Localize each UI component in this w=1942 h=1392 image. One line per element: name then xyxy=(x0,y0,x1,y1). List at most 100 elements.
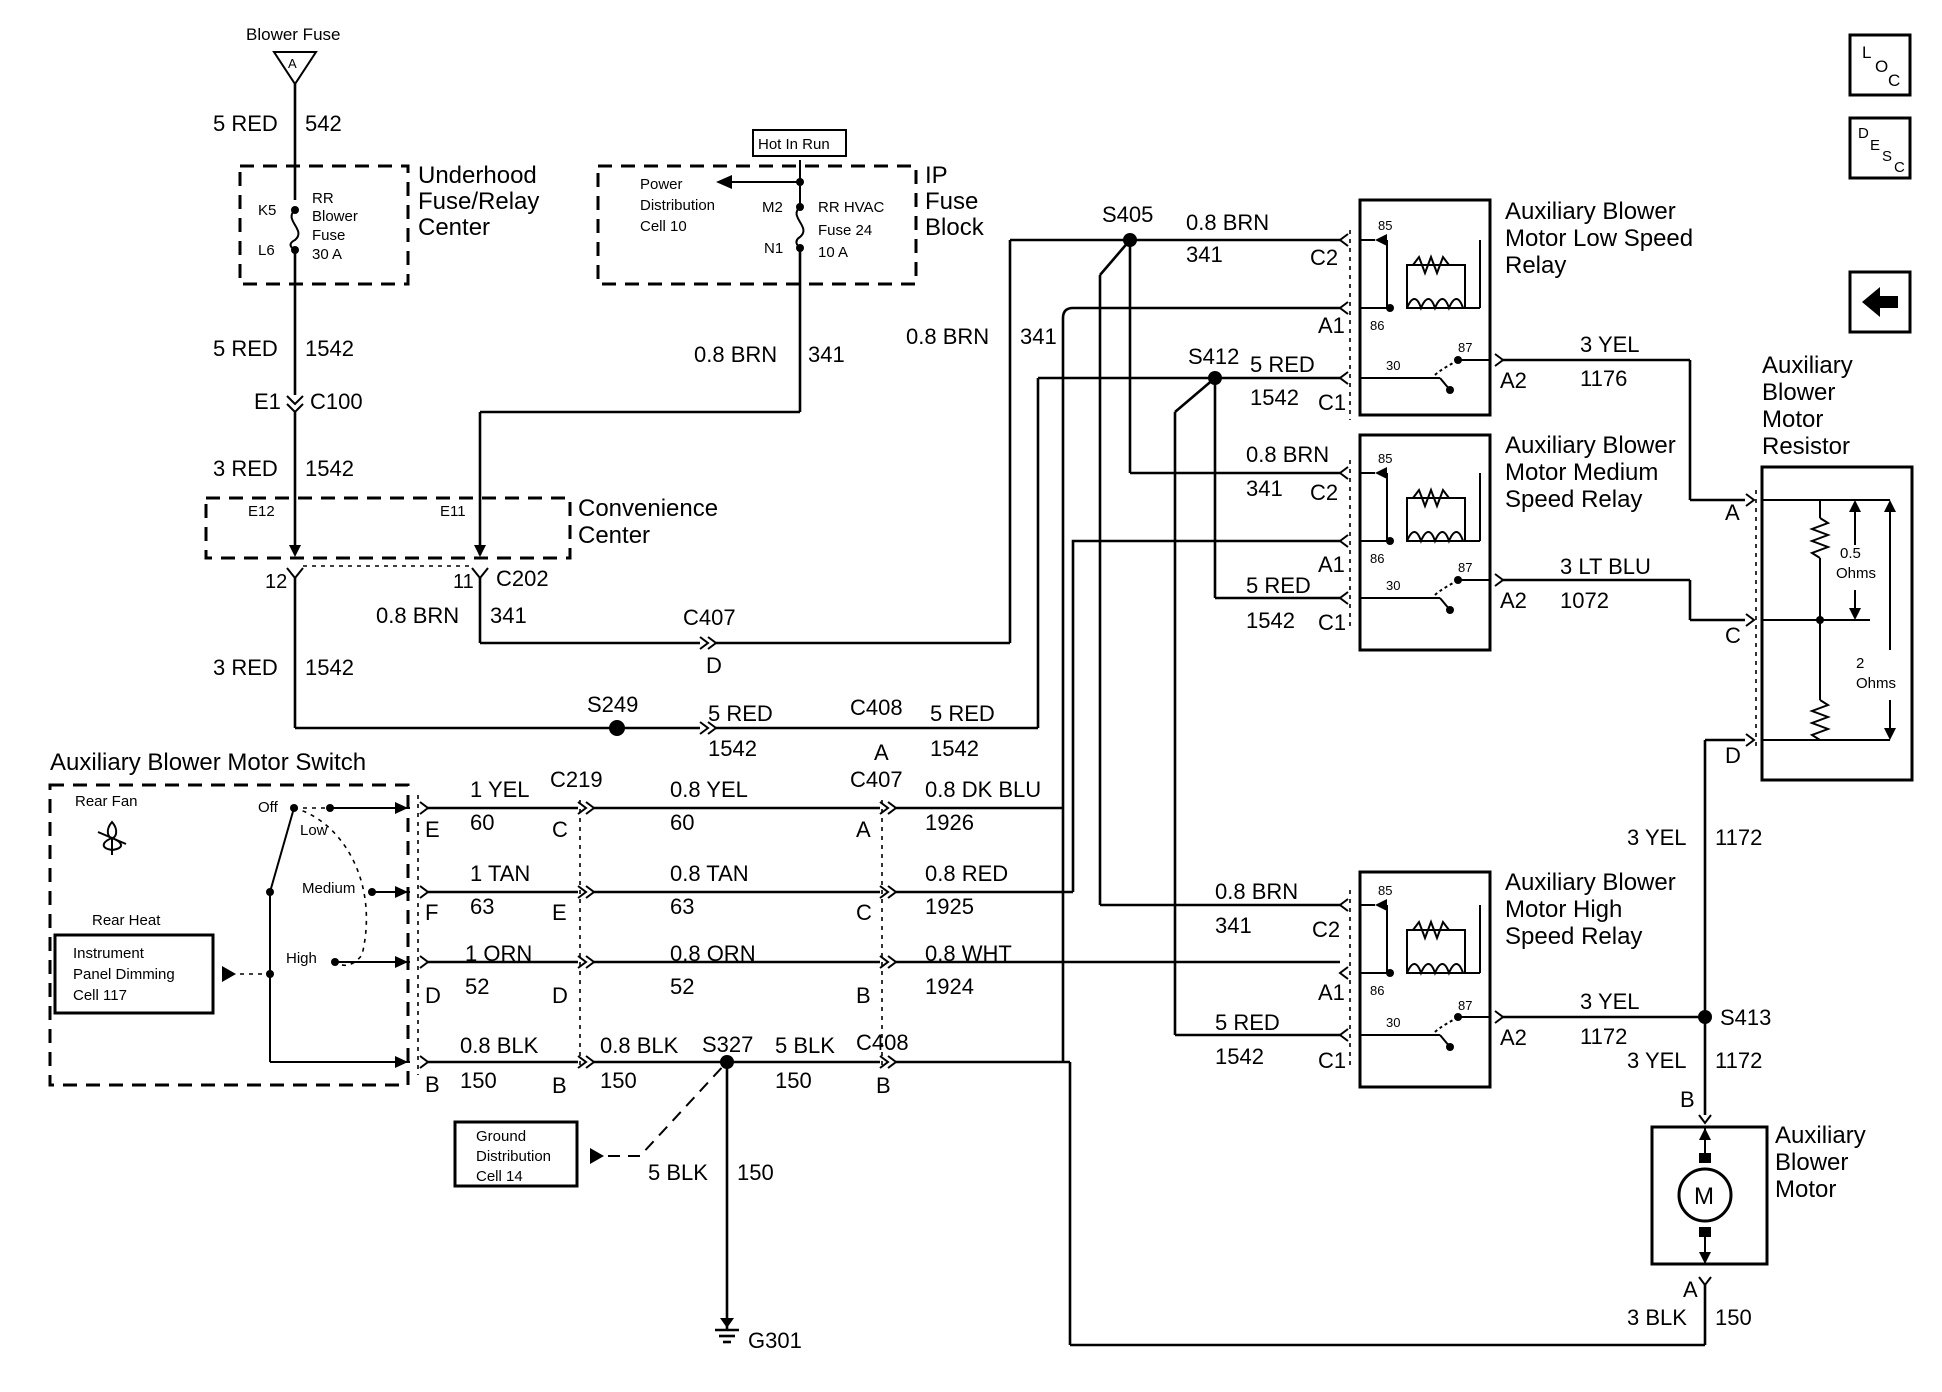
svg-text:A1: A1 xyxy=(1318,552,1345,577)
svg-text:Off: Off xyxy=(258,799,279,816)
svg-text:60: 60 xyxy=(470,810,494,835)
c100-connector xyxy=(286,395,304,414)
svg-text:Center: Center xyxy=(418,214,490,241)
svg-text:C2: C2 xyxy=(1312,917,1340,942)
svg-text:C: C xyxy=(552,817,568,842)
svg-text:Motor Medium: Motor Medium xyxy=(1505,459,1658,486)
svg-text:B: B xyxy=(876,1073,891,1098)
svg-text:A2: A2 xyxy=(1500,588,1527,613)
svg-text:Fuse 24: Fuse 24 xyxy=(818,222,872,239)
svg-text:0.5: 0.5 xyxy=(1840,545,1861,562)
svg-text:L: L xyxy=(1862,43,1871,62)
svg-text:341: 341 xyxy=(1020,324,1057,349)
svg-text:0.8 BLK: 0.8 BLK xyxy=(460,1033,539,1058)
svg-text:C: C xyxy=(1725,623,1741,648)
svg-text:86: 86 xyxy=(1370,983,1384,998)
svg-text:Auxiliary Blower: Auxiliary Blower xyxy=(1505,198,1676,225)
svg-text:3 RED: 3 RED xyxy=(213,655,278,680)
blower-motor-resistor: Auxiliary Blower Motor Resistor A C D 0.… xyxy=(1688,352,1914,1115)
svg-text:C407: C407 xyxy=(683,605,736,630)
ground-circuit: Ground Distribution Cell 14 5 BLK 150 G3… xyxy=(453,1061,802,1353)
fuse-icon xyxy=(795,206,805,249)
svg-text:1542: 1542 xyxy=(1246,608,1295,633)
svg-text:S327: S327 xyxy=(702,1032,753,1057)
loc-nav-button[interactable]: L O C xyxy=(1848,33,1912,97)
svg-text:542: 542 xyxy=(305,111,342,136)
svg-text:85: 85 xyxy=(1378,451,1392,466)
svg-text:C1: C1 xyxy=(1318,1048,1346,1073)
svg-text:86: 86 xyxy=(1370,551,1384,566)
svg-text:Fuse: Fuse xyxy=(312,227,345,244)
blower-fuse-feed: Blower Fuse A 5 RED 542 Underhood Fuse/R… xyxy=(213,25,539,545)
svg-text:0.8 WHT: 0.8 WHT xyxy=(925,941,1012,966)
high-speed-relay: 0.8 BRN 341 C2 A1 5 RED 1542 C1 85 86 30… xyxy=(1215,869,1705,1089)
svg-text:5 RED: 5 RED xyxy=(213,111,278,136)
svg-text:Blower: Blower xyxy=(312,208,358,225)
back-nav-button[interactable] xyxy=(1848,270,1912,334)
svg-text:1542: 1542 xyxy=(1215,1044,1264,1069)
blower-motor-switch: Auxiliary Blower Motor Switch Rear Fan R… xyxy=(48,749,441,1097)
fuse-source-icon xyxy=(272,51,318,86)
ground-symbol-icon xyxy=(715,1318,739,1344)
svg-text:K5: K5 xyxy=(258,202,276,219)
svg-text:150: 150 xyxy=(775,1068,812,1093)
svg-text:S413: S413 xyxy=(1720,1005,1771,1030)
svg-text:Block: Block xyxy=(925,214,985,241)
svg-text:1172: 1172 xyxy=(1580,1024,1627,1049)
underhood-fuse-center xyxy=(238,164,410,286)
svg-text:N1: N1 xyxy=(764,240,783,257)
svg-text:1172: 1172 xyxy=(1715,1048,1762,1073)
harness-row-tan: 1 TAN 63 E 0.8 TAN 63 C 0.8 RED 1925 xyxy=(419,861,1073,925)
svg-text:Auxiliary Blower Motor Switch: Auxiliary Blower Motor Switch xyxy=(50,749,366,776)
svg-text:1542: 1542 xyxy=(1250,385,1299,410)
svg-text:5 RED: 5 RED xyxy=(1246,573,1311,598)
svg-text:Instrument: Instrument xyxy=(73,945,145,962)
svg-text:30: 30 xyxy=(1386,578,1400,593)
svg-text:High: High xyxy=(286,950,317,967)
svg-text:0.8 DK BLU: 0.8 DK BLU xyxy=(925,777,1041,802)
svg-text:Auxiliary Blower: Auxiliary Blower xyxy=(1505,432,1676,459)
svg-text:30: 30 xyxy=(1386,1015,1400,1030)
resistor-icon xyxy=(1809,517,1831,559)
svg-text:B: B xyxy=(1680,1087,1695,1112)
svg-text:63: 63 xyxy=(470,894,494,919)
svg-text:A: A xyxy=(1683,1277,1698,1302)
svg-text:RR HVAC: RR HVAC xyxy=(818,199,885,216)
crossing-wires xyxy=(1061,306,1340,892)
svg-text:5 RED: 5 RED xyxy=(1215,1010,1280,1035)
svg-text:Cell 10: Cell 10 xyxy=(640,218,687,235)
svg-text:E11: E11 xyxy=(440,503,466,520)
desc-nav-button[interactable]: D E S C xyxy=(1848,116,1912,180)
svg-text:Blower: Blower xyxy=(1775,1149,1848,1176)
svg-text:S412: S412 xyxy=(1188,344,1239,369)
svg-text:1924: 1924 xyxy=(925,974,974,999)
svg-text:IP: IP xyxy=(925,162,948,189)
svg-text:A1: A1 xyxy=(1318,313,1345,338)
svg-text:O: O xyxy=(1875,57,1888,76)
red-1542-feed: S249 5 RED 1542 C408 A 5 RED 1542 xyxy=(295,376,1215,765)
svg-text:A: A xyxy=(874,740,889,765)
svg-text:Ohms: Ohms xyxy=(1836,565,1876,582)
svg-text:3 YEL: 3 YEL xyxy=(1580,989,1640,1014)
svg-text:1542: 1542 xyxy=(930,736,979,761)
svg-text:C: C xyxy=(1894,159,1905,176)
svg-text:Blower Fuse: Blower Fuse xyxy=(246,25,340,44)
svg-text:A: A xyxy=(856,817,871,842)
medium-speed-relay: 0.8 BRN 341 C2 A1 5 RED 1542 C1 85 86 30… xyxy=(1246,432,1690,652)
svg-text:3 LT BLU: 3 LT BLU xyxy=(1560,554,1651,579)
convenience-center: E12 E11 Convenience Center 12 11 C202 3 … xyxy=(204,495,718,728)
fuse-icon xyxy=(289,209,300,251)
svg-text:E: E xyxy=(552,900,567,925)
svg-text:Fuse/Relay: Fuse/Relay xyxy=(418,188,539,215)
svg-text:Ground: Ground xyxy=(476,1128,526,1145)
svg-text:85: 85 xyxy=(1378,883,1392,898)
svg-text:30 A: 30 A xyxy=(312,246,342,263)
svg-text:0.8 BRN: 0.8 BRN xyxy=(1246,442,1329,467)
harness-row-yel: 1 YEL 60 C219 C 0.8 YEL 60 C407 A 0.8 DK… xyxy=(419,767,1065,1062)
svg-text:5 BLK: 5 BLK xyxy=(648,1160,708,1185)
svg-text:52: 52 xyxy=(670,974,694,999)
svg-text:Ohms: Ohms xyxy=(1856,675,1896,692)
brn-341-feed: C407 D 0.8 BRN 341 xyxy=(480,238,1130,678)
svg-text:D: D xyxy=(1858,125,1869,142)
svg-text:10 A: 10 A xyxy=(818,244,848,261)
